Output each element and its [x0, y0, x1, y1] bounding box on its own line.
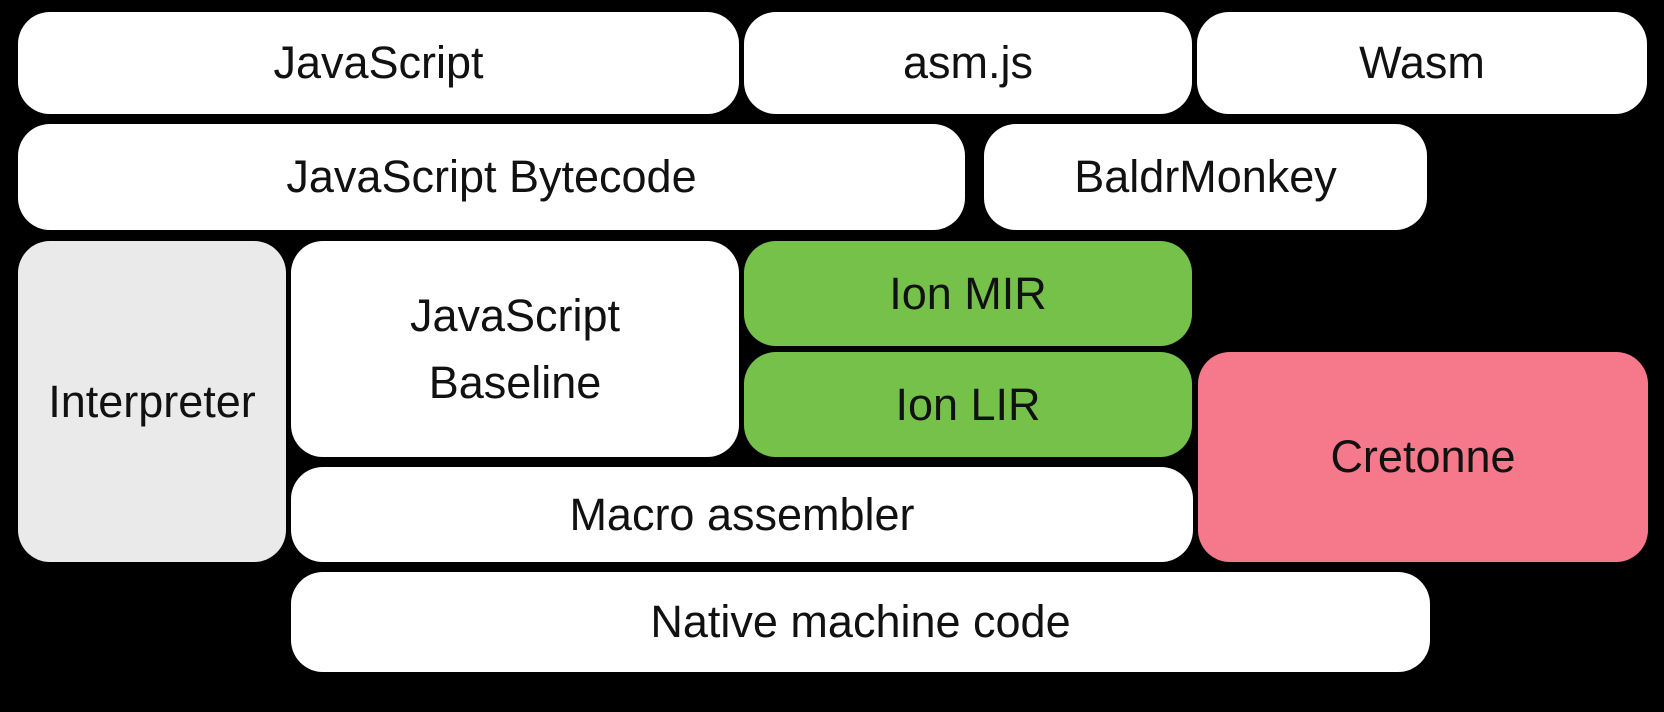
node-ion-mir: Ion MIR	[744, 241, 1192, 346]
node-javascript: JavaScript	[18, 12, 739, 114]
node-cretonne: Cretonne	[1198, 352, 1648, 562]
node-asmjs: asm.js	[744, 12, 1192, 114]
node-javascript-bytecode: JavaScript Bytecode	[18, 124, 965, 230]
node-javascript-baseline: JavaScript Baseline	[291, 241, 739, 457]
node-baldrmonkey: BaldrMonkey	[984, 124, 1427, 230]
node-native-machine-code: Native machine code	[291, 572, 1430, 672]
node-macro-assembler: Macro assembler	[291, 467, 1193, 562]
node-interpreter: Interpreter	[18, 241, 286, 562]
node-wasm: Wasm	[1197, 12, 1647, 114]
node-ion-lir: Ion LIR	[744, 352, 1192, 457]
